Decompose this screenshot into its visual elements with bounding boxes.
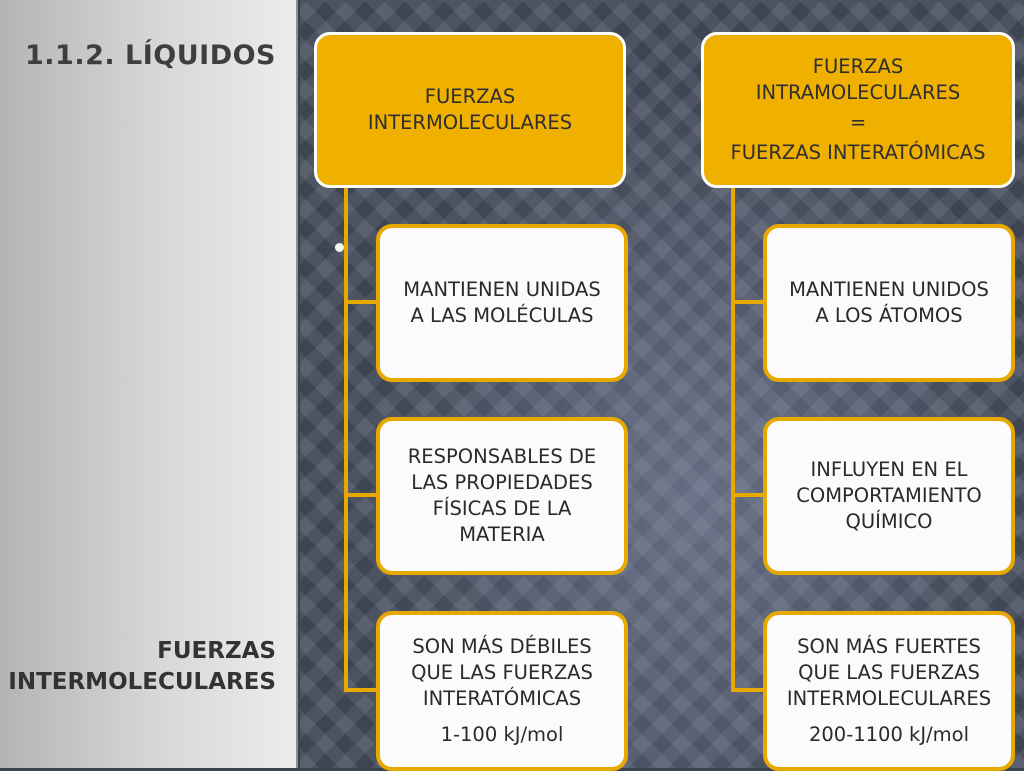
- energy-range: 1-100 kJ/mol: [440, 723, 564, 746]
- item-line: A LAS MOLÉCULAS: [410, 304, 594, 327]
- right-connector-branch-1: [731, 300, 765, 304]
- intermolecular-item-1: MANTIENEN UNIDAS A LAS MOLÉCULAS: [376, 224, 628, 382]
- section-title: FUERZAS INTERMOLECULARES: [8, 636, 276, 698]
- title-panel: 1.1.2. LÍQUIDOS FUERZAS INTERMOLECULARES: [0, 0, 298, 768]
- intramolecular-item-2: INFLUYEN EN EL COMPORTAMIENTO QUÍMICO: [763, 417, 1015, 575]
- item-line: RESPONSABLES DE: [407, 445, 597, 468]
- left-connector-vertical: [344, 186, 348, 692]
- item-line: MANTIENEN UNIDAS: [403, 278, 601, 301]
- header-line: FUERZAS: [812, 55, 904, 78]
- intramolecular-header-box: FUERZAS INTRAMOLECULARES = FUERZAS INTER…: [701, 32, 1015, 188]
- item-line: INTERATÓMICAS: [422, 687, 582, 710]
- item-line: MATERIA: [459, 523, 545, 546]
- item-line: COMPORTAMIENTO: [796, 484, 982, 507]
- header-line: FUERZAS INTERATÓMICAS: [730, 141, 986, 164]
- item-line: INTERMOLECULARES: [786, 687, 992, 710]
- left-connector-branch-3: [344, 688, 378, 692]
- bullet-dot: [335, 243, 344, 252]
- left-connector-branch-1: [344, 300, 378, 304]
- section-title-line: FUERZAS: [157, 638, 276, 664]
- item-line: INFLUYEN EN EL: [810, 458, 968, 481]
- intermolecular-item-2: RESPONSABLES DE LAS PROPIEDADES FÍSICAS …: [376, 417, 628, 575]
- item-line: LAS PROPIEDADES: [411, 471, 593, 494]
- intermolecular-item-3: SON MÁS DÉBILES QUE LAS FUERZAS INTERATÓ…: [376, 611, 628, 771]
- intramolecular-item-1: MANTIENEN UNIDOS A LOS ÁTOMOS: [763, 224, 1015, 382]
- equals-sign: =: [849, 111, 867, 134]
- right-connector-branch-2: [731, 493, 765, 497]
- section-title-line: INTERMOLECULARES: [8, 669, 276, 695]
- right-connector-branch-3: [731, 688, 765, 692]
- slide-title: 1.1.2. LÍQUIDOS: [24, 40, 276, 71]
- intramolecular-item-3: SON MÁS FUERTES QUE LAS FUERZAS INTERMOL…: [763, 611, 1015, 771]
- intermolecular-header-box: FUERZAS INTERMOLECULARES: [314, 32, 626, 188]
- right-connector-vertical: [731, 186, 735, 692]
- item-line: QUÍMICO: [845, 510, 933, 533]
- item-line: MANTIENEN UNIDOS: [789, 278, 989, 301]
- energy-range: 200-1100 kJ/mol: [808, 723, 970, 746]
- item-line: A LOS ÁTOMOS: [815, 304, 963, 327]
- header-line: INTERMOLECULARES: [367, 111, 573, 134]
- item-line: FÍSICAS DE LA: [432, 497, 572, 520]
- item-line: SON MÁS FUERTES: [797, 635, 981, 658]
- item-line: QUE LAS FUERZAS: [798, 661, 980, 684]
- header-line: INTRAMOLECULARES: [755, 81, 961, 104]
- header-line: FUERZAS: [424, 85, 516, 108]
- left-connector-branch-2: [344, 493, 378, 497]
- item-line: QUE LAS FUERZAS: [411, 661, 593, 684]
- item-line: SON MÁS DÉBILES: [412, 635, 592, 658]
